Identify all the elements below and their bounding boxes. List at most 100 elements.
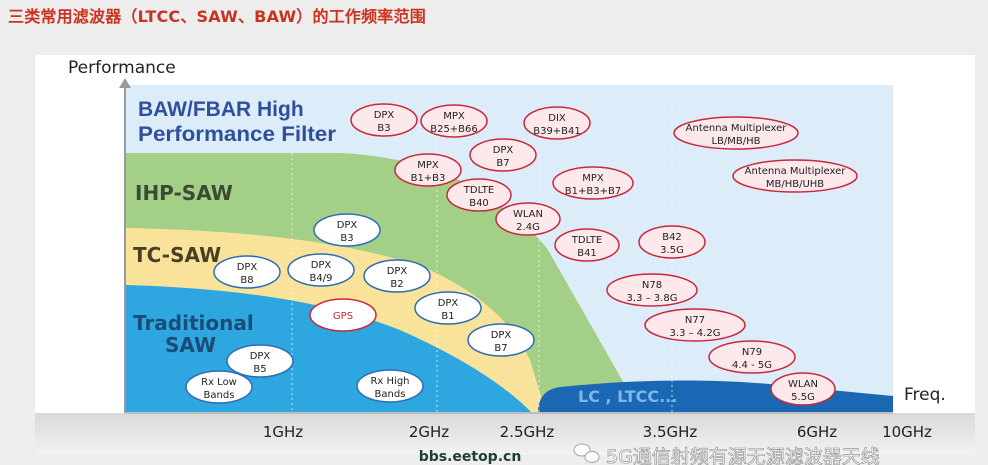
bubble-text: 2.4G [516, 222, 540, 233]
bubble-text: Antenna Multiplexer [686, 123, 788, 134]
y-axis-arrow [119, 78, 131, 88]
bubble-mpx-b1-b3: MPX B1+B3 [394, 153, 462, 187]
filter-bubbles: DPXB3MPXB25+B66DIXB39+B41DPXB7MPXB1+B3TD… [185, 103, 858, 406]
bubble-ellipse [350, 103, 418, 137]
page-title: 三类常用滤波器（LTCC、SAW、BAW）的工作频率范围 [8, 7, 426, 26]
bubble-ellipse [185, 370, 253, 404]
bubble-ellipse [309, 298, 377, 332]
bubble-text: B41 [577, 248, 597, 259]
bubble-ellipse [606, 273, 698, 307]
bubble-gps: GPS [309, 298, 377, 332]
bubble-n78-3-3-3-8g: N78 3.3 – 3.8G [606, 273, 698, 307]
bubble-dix-b39-b41: DIX B39+B41 [523, 106, 591, 140]
bubble-text: B25+B66 [430, 124, 478, 135]
bubble-text: B7 [496, 158, 509, 169]
bubble-text: TDLTE [571, 235, 602, 246]
bubble-text: N78 [642, 280, 662, 291]
wechat-watermark: 5G通信射频有源无源滤波器天线 [573, 443, 880, 465]
x-axis-label: Freq. [904, 385, 946, 405]
bubble-text: DPX [374, 110, 395, 121]
bubble-ellipse [644, 308, 746, 342]
bubble-text: B5 [253, 364, 266, 375]
tc-saw-label: TC-SAW [133, 243, 221, 267]
bubble-ellipse [414, 291, 482, 325]
bubble-text: 4.4 - 5G [732, 360, 772, 371]
bubble-n79-4-4-5g: N79 4.4 - 5G [708, 340, 796, 374]
bubble-ellipse [467, 323, 535, 357]
bubble-text: 3.5G [660, 245, 684, 256]
bubble-text: Bands [204, 390, 235, 401]
bubble-text: MPX [443, 111, 465, 122]
bubble-ellipse [638, 225, 706, 259]
bubble-text: GPS [333, 311, 353, 322]
x-tick-2ghz: 2GHz [409, 423, 449, 441]
bubble-text: B42 [662, 232, 682, 243]
bubble-dpx-b7: DPX B7 [469, 138, 537, 172]
bubble-ellipse [287, 253, 355, 287]
bubble-dpx-b5: DPX B5 [226, 344, 294, 378]
bubble-text: N77 [685, 315, 705, 326]
bubble-text: N79 [742, 347, 762, 358]
bubble-text: Bands [375, 389, 406, 400]
bubble-ellipse [495, 202, 561, 236]
bubble-text: DPX [311, 260, 332, 271]
bubble-ellipse [446, 178, 512, 212]
wechat-icon [573, 443, 600, 463]
bubble-text: WLAN [788, 379, 818, 390]
bubble-text: MB/HB/UHB [766, 179, 824, 190]
site-watermark: bbs.eetop.cn [419, 449, 522, 465]
y-axis-label: Performance [68, 58, 176, 78]
baw-label-line1: BAW/FBAR High [138, 98, 304, 121]
bubble-text: B1+B3 [411, 173, 446, 184]
bubble-text: B39+B41 [533, 126, 581, 137]
bubble-ellipse [469, 138, 537, 172]
bubble-text: MPX [417, 160, 439, 171]
bubble-text: DIX [548, 113, 566, 124]
bubble-text: B4/9 [310, 273, 333, 284]
bubble-dpx-b4-9: DPX B4/9 [287, 253, 355, 287]
bubble-text: DPX [250, 351, 271, 362]
bubble-wlan-5-5g: WLAN 5.5G [770, 372, 836, 406]
bubble-dpx-b1: DPX B1 [414, 291, 482, 325]
wechat-watermark-text: 5G通信射频有源无源滤波器天线 [606, 446, 880, 465]
bubble-tdlte-b41: TDLTE B41 [554, 228, 620, 262]
bubble-b42-3-5g: B42 3.5G [638, 225, 706, 259]
bubble-ellipse [394, 153, 462, 187]
bubble-ellipse [226, 344, 294, 378]
baw-label-line2: Performance Filter [138, 123, 336, 146]
bubble-text: TDLTE [463, 185, 494, 196]
bubble-text: B1 [441, 311, 454, 322]
bubble-text: DPX [493, 145, 514, 156]
bubble-ellipse [732, 159, 858, 193]
bubble-ellipse [356, 369, 424, 403]
bubble-text: Antenna Multiplexer [745, 166, 847, 177]
x-tick-3-5ghz: 3.5GHz [643, 423, 698, 441]
x-tick-6ghz: 6GHz [797, 423, 837, 441]
bubble-text: 3.3 – 3.8G [627, 293, 678, 304]
bubble-text: B1+B3+B7 [565, 186, 621, 197]
bubble-text: 5.5G [791, 392, 815, 403]
lc-ltcc-label: LC , LTCC... [578, 387, 677, 406]
bubble-text: B2 [390, 279, 403, 290]
axis-band [35, 413, 975, 455]
bubble-ellipse [673, 116, 799, 150]
bubble-ellipse [708, 340, 796, 374]
bubble-ellipse [770, 372, 836, 406]
bubble-text: DPX [491, 330, 512, 341]
x-tick-10ghz: 10GHz [882, 423, 932, 441]
traditional-label-line2: SAW [165, 333, 216, 357]
bubble-mpx-b25-b66: MPX B25+B66 [420, 104, 488, 138]
bubble-text: DPX [438, 298, 459, 309]
bubble-ellipse [552, 166, 634, 200]
bubble-text: LB/MB/HB [711, 136, 760, 147]
bubble-ellipse [523, 106, 591, 140]
